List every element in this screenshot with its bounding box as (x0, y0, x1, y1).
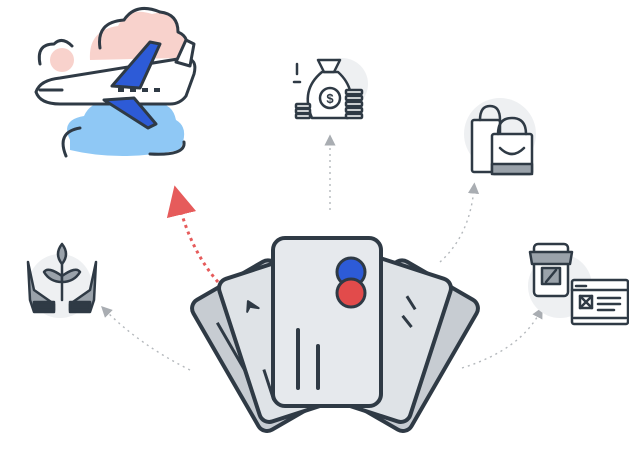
arrow-to-airplane (166, 185, 220, 283)
arrow-to-plant (101, 306, 191, 371)
svg-text:$: $ (326, 91, 334, 106)
arrow-to-shop (461, 307, 543, 369)
credit-cards-icon (190, 236, 480, 433)
money-bag-icon: $ (292, 58, 368, 120)
mobile-shop-icon (528, 242, 629, 326)
connector-arrows (101, 134, 543, 371)
arrow-to-shopping (439, 182, 480, 263)
plant-hands-icon (26, 242, 98, 318)
shopping-bags-icon (464, 98, 536, 176)
airplane-travel-icon (34, 6, 197, 158)
